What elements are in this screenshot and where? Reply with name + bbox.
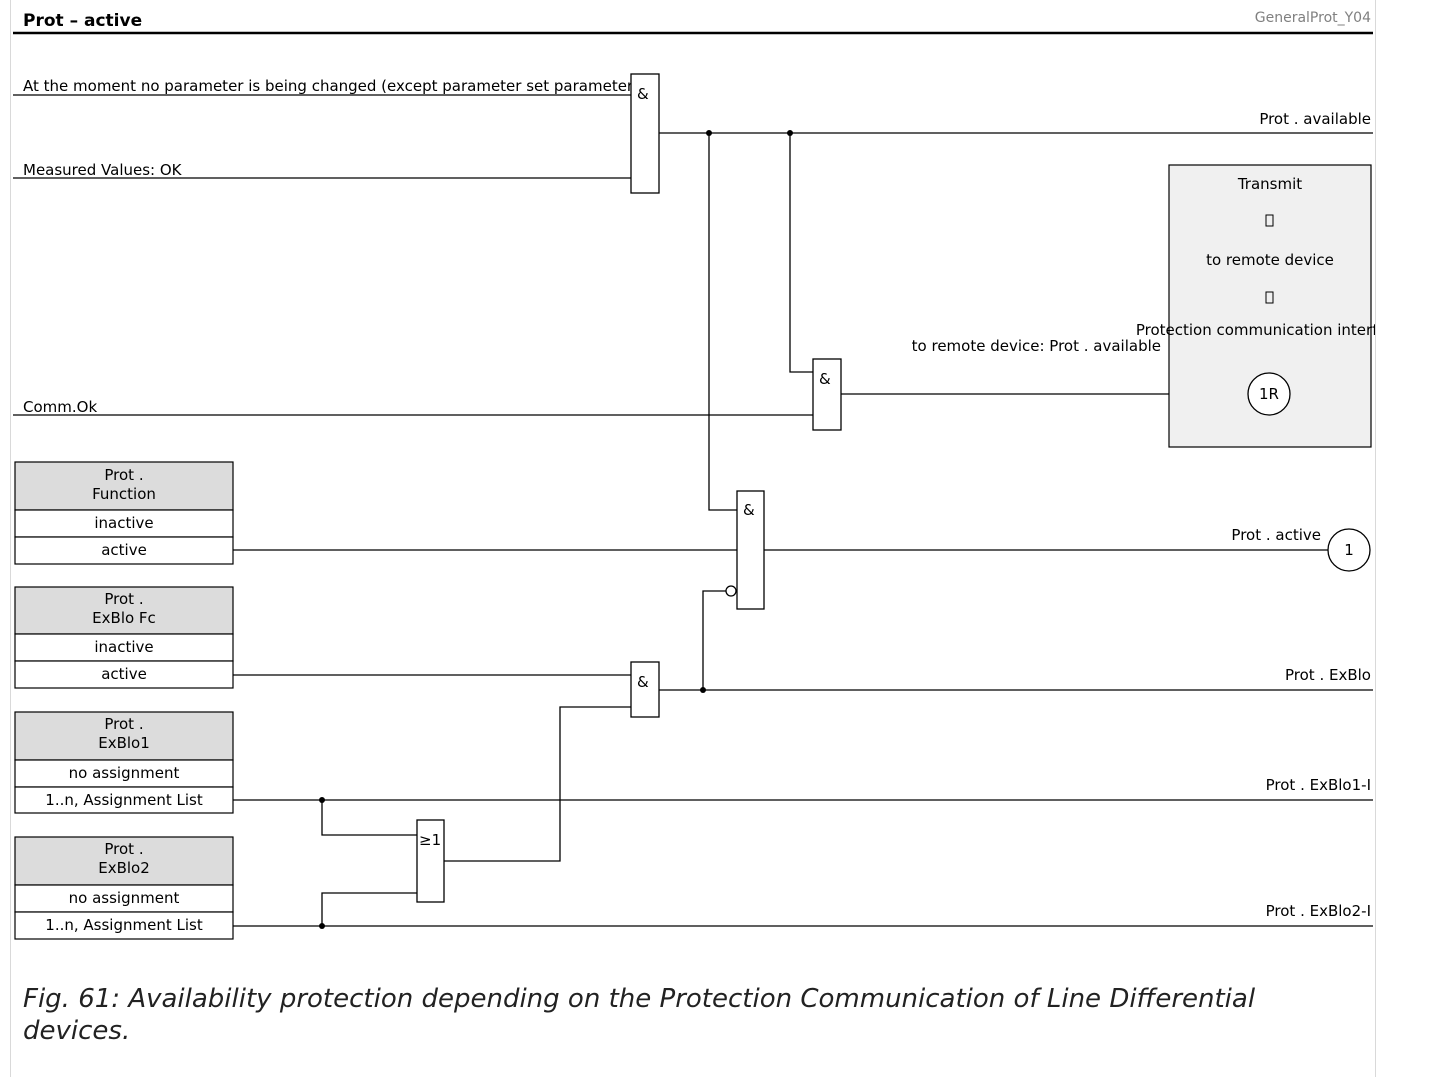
table-option: inactive xyxy=(94,514,153,532)
inverter-bubble xyxy=(725,585,737,597)
input-label-no-param-change: At the moment no parameter is being chan… xyxy=(23,77,647,95)
and-gate-2 xyxy=(812,358,842,431)
table-header-line: Prot . xyxy=(104,840,143,858)
and-gate-3 xyxy=(736,490,765,610)
output-label-remote-prot-available: to remote device: Prot . available xyxy=(912,337,1161,355)
wire-to-and-gate-2 xyxy=(789,133,813,373)
and-gate-1 xyxy=(630,73,660,194)
output-label-prot-exblo: Prot . ExBlo xyxy=(1285,666,1371,684)
and-gate-3-symbol: & xyxy=(743,501,755,519)
table-header-line: ExBlo2 xyxy=(98,859,150,877)
output-label-prot-exblo1-i: Prot . ExBlo1-I xyxy=(1266,776,1371,794)
setting-table-exblo1: Prot . ExBlo1 no assignment 1..n, Assign… xyxy=(14,711,234,814)
and-gate-2-symbol: & xyxy=(819,370,831,388)
figure-caption: Fig. 61: Availability protection dependi… xyxy=(23,984,1256,1046)
setting-table-function: Prot . Function inactive active xyxy=(14,461,234,565)
setting-table-exblo-fc: Prot . ExBlo Fc inactive active xyxy=(14,586,234,689)
table-option: 1..n, Assignment List xyxy=(45,791,203,809)
output-label-prot-available: Prot . available xyxy=(1259,110,1371,128)
wire-exblo2-to-or xyxy=(321,892,417,926)
down-arrow-icon xyxy=(1265,214,1274,227)
table-header-line: Function xyxy=(92,485,156,503)
connector-1r-label: 1R xyxy=(1259,385,1279,403)
table-header-line: Prot . xyxy=(104,466,143,484)
table-option: no assignment xyxy=(69,889,180,907)
diagram-title: Prot – active xyxy=(23,11,142,31)
table-option: active xyxy=(101,665,147,683)
input-label-measured-values: Measured Values: OK xyxy=(23,161,183,179)
transmit-line-3: Protection communication interface xyxy=(1136,321,1375,339)
table-option: inactive xyxy=(94,638,153,656)
and-gate-4 xyxy=(630,661,660,718)
and-gate-4-symbol: & xyxy=(637,673,649,691)
and-gate-1-symbol: & xyxy=(637,85,649,103)
connector-1-label: 1 xyxy=(1344,541,1354,559)
table-header-line: Prot . xyxy=(104,590,143,608)
output-label-prot-exblo2-i: Prot . ExBlo2-I xyxy=(1266,902,1371,920)
down-arrow-icon xyxy=(1265,291,1274,304)
transmit-line-2: to remote device xyxy=(1206,251,1334,269)
wire-exblo1-to-or xyxy=(321,800,417,836)
transmit-title: Transmit xyxy=(1237,175,1302,193)
page: Prot – active GeneralProt_Y04 At the mom… xyxy=(10,0,1376,1077)
output-label-prot-active: Prot . active xyxy=(1231,526,1321,544)
setting-table-exblo2: Prot . ExBlo2 no assignment 1..n, Assign… xyxy=(14,836,234,940)
connector-1 xyxy=(1327,528,1371,572)
wire-exblo-to-inverter xyxy=(702,590,726,690)
logic-diagram: Prot – active GeneralProt_Y04 At the mom… xyxy=(13,10,1375,940)
table-header-line: Prot . xyxy=(104,715,143,733)
table-option: 1..n, Assignment List xyxy=(45,916,203,934)
or-gate-symbol: ≥1 xyxy=(419,831,441,849)
table-header-line: ExBlo Fc xyxy=(92,609,156,627)
connector-1r xyxy=(1247,372,1291,416)
wire-or-to-and-gate-4 xyxy=(444,706,631,862)
input-label-comm-ok: Comm.Ok xyxy=(23,398,97,416)
doc-reference: GeneralProt_Y04 xyxy=(1255,10,1371,26)
table-option: active xyxy=(101,541,147,559)
table-header-line: ExBlo1 xyxy=(98,734,150,752)
table-option: no assignment xyxy=(69,764,180,782)
wire-to-and-gate-3 xyxy=(708,133,737,511)
